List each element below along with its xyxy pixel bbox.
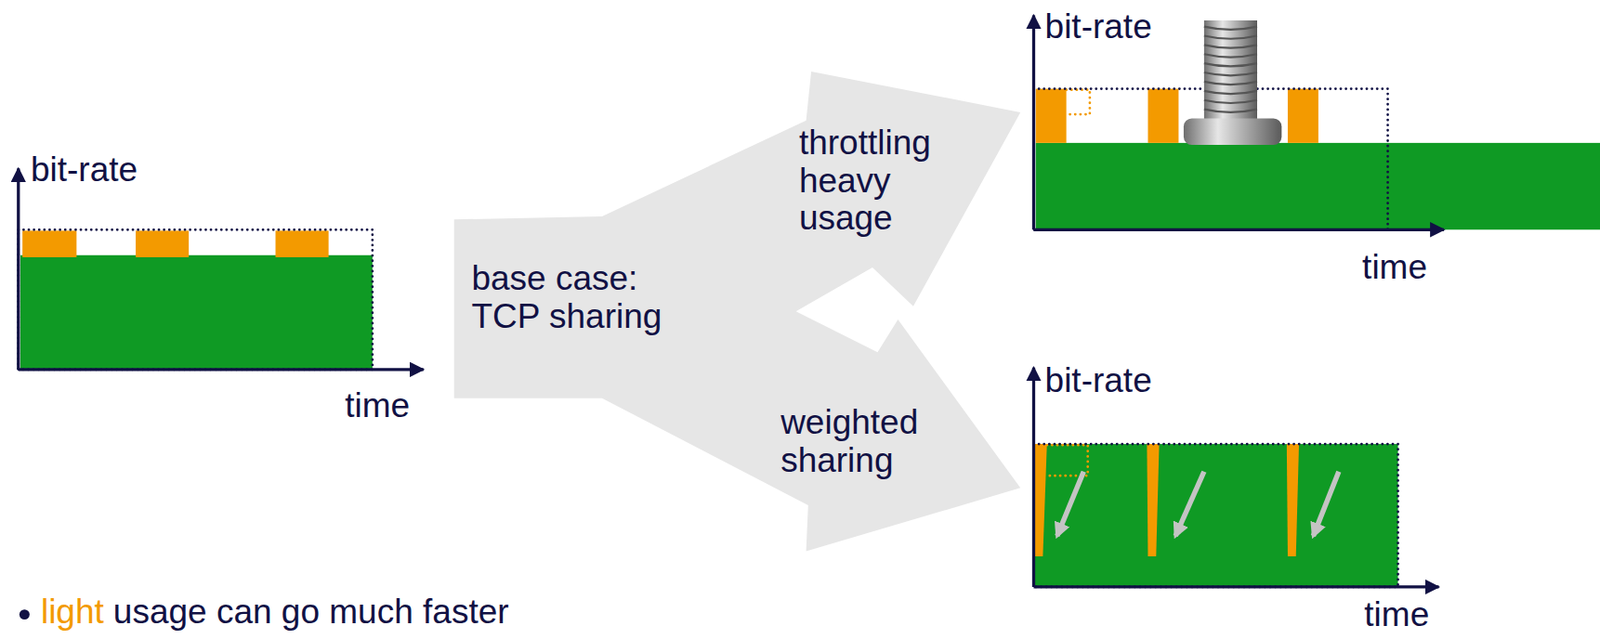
screw-thread	[1204, 44, 1258, 48]
screw-thread	[1204, 91, 1258, 94]
screw-thread	[1204, 26, 1258, 30]
split-arrow-shape	[454, 71, 1022, 552]
clamp-screw	[1183, 20, 1282, 145]
base-case-label: base case: TCP sharing	[471, 260, 691, 336]
base-chart	[18, 168, 424, 370]
throttling-chart	[1033, 14, 1600, 230]
axis-label: time	[1363, 596, 1430, 635]
axis-label: time	[1362, 249, 1428, 288]
bullet-text: usage can go much faster	[113, 593, 510, 632]
shape-text: base case: TCP sharing	[471, 260, 691, 336]
screw-thread	[1204, 63, 1258, 66]
emphasis-word: light	[40, 593, 105, 632]
screw-thread	[1204, 72, 1258, 76]
axis-label: time	[344, 387, 410, 426]
screw-thread	[1204, 35, 1258, 39]
screw-thread	[1204, 53, 1258, 57]
screw-thread	[1204, 81, 1258, 85]
branch-arrow-label: throttling heavy usage	[799, 124, 963, 238]
shape-text: throttling heavy usage	[799, 124, 963, 238]
axis-label: bit-rate	[1045, 362, 1153, 401]
screw-thread	[1204, 100, 1258, 104]
bullet	[19, 609, 30, 620]
axis-label: bit-rate	[30, 151, 138, 190]
weighted-chart	[1033, 367, 1439, 588]
shape-text: weighted sharing	[780, 404, 970, 480]
axis-label: bit-rate	[1045, 8, 1153, 47]
screw-thread	[1204, 109, 1258, 113]
branch-arrow-label: weighted sharing	[780, 404, 970, 480]
